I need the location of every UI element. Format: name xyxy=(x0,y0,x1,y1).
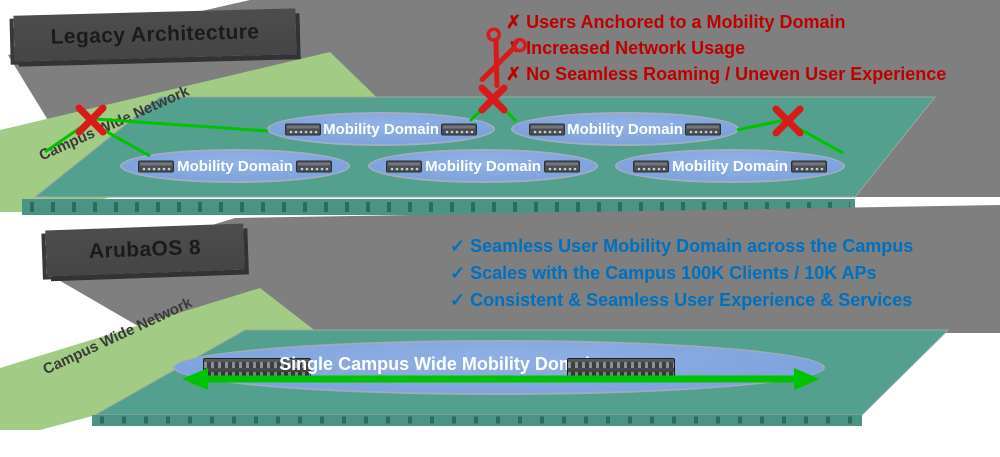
benefit-line: ✓ Scales with the Campus 100K Clients / … xyxy=(450,263,877,283)
switch-icon xyxy=(633,160,669,173)
arubaos8-benefits-list: ✓ Seamless User Mobility Domain across t… xyxy=(450,233,913,314)
switch-icon xyxy=(441,123,477,136)
legacy-architecture-title: Legacy Architecture xyxy=(50,20,260,49)
bottom-campus-network-label: Campus Wide Network xyxy=(40,294,195,379)
legacy-architecture-banner: Legacy Architecture xyxy=(13,8,297,62)
switch-icon xyxy=(138,160,174,173)
top-floor-edge xyxy=(22,199,855,215)
mobility-domain-label: Mobility Domain xyxy=(177,157,293,175)
bottom-floor-edge xyxy=(92,415,862,426)
switch-icon xyxy=(544,160,580,173)
switch-icon xyxy=(386,160,422,173)
switch-icon xyxy=(529,123,565,136)
mobility-domain-label: Mobility Domain xyxy=(567,120,683,138)
issue-line: ✗ No Seamless Roaming / Uneven User Expe… xyxy=(506,64,947,84)
no-roam-x-center xyxy=(478,84,508,114)
benefit-line: ✓ Consistent & Seamless User Experience … xyxy=(450,290,913,310)
mobility-domain-ellipse: Mobility Domain xyxy=(615,149,845,183)
switch-stack-icon xyxy=(567,358,675,381)
arubaos8-title: ArubaOS 8 xyxy=(88,236,202,263)
mobility-domain-ellipse: Mobility Domain xyxy=(267,112,495,146)
no-roam-x-right xyxy=(772,105,804,137)
mobility-domain-ellipse: Mobility Domain xyxy=(368,149,598,183)
issue-line: ✗ Users Anchored to a Mobility Domain xyxy=(506,12,846,32)
mobility-domain-ellipse: Mobility Domain xyxy=(120,149,350,183)
legacy-issues-list: ✗ Users Anchored to a Mobility Domain ✗ … xyxy=(506,9,946,87)
mobility-domain-label: Mobility Domain xyxy=(672,157,788,175)
switch-icon xyxy=(296,160,332,173)
single-mobility-domain-label: Single Campus Wide Mobility Domain xyxy=(279,354,601,374)
mobility-domain-ellipse: Mobility Domain xyxy=(511,112,739,146)
switch-icon xyxy=(685,123,721,136)
mobility-domain-label: Mobility Domain xyxy=(323,120,439,138)
mobility-domain-label: Mobility Domain xyxy=(425,157,541,175)
single-mobility-domain-ellipse: Single Campus Wide Mobility Domain xyxy=(173,340,825,395)
arubaos8-banner: ArubaOS 8 xyxy=(45,223,245,277)
issue-line: ✗ Increased Network Usage xyxy=(506,38,746,58)
switch-icon xyxy=(285,123,321,136)
benefit-line: ✓ Seamless User Mobility Domain across t… xyxy=(450,236,914,256)
switch-icon xyxy=(791,160,827,173)
